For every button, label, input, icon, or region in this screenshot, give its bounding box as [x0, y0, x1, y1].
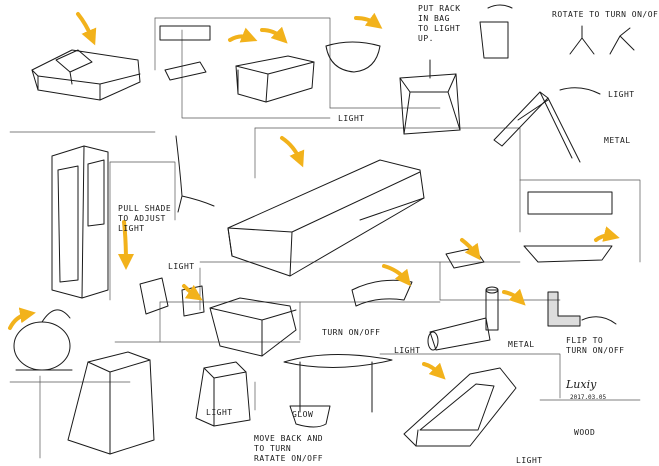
arrow-icon: [282, 138, 305, 168]
sketch-rounded-box: [236, 56, 314, 102]
arrow-icon: [462, 240, 481, 261]
arrow-icon: [424, 364, 446, 380]
arrow-icon: [10, 307, 36, 328]
signature: Luxiy: [566, 378, 597, 391]
sketch-frustum-block: [196, 362, 250, 426]
arrow-icon: [596, 226, 620, 241]
sketch-tall-stool: [68, 352, 154, 454]
accent-arrows: [10, 12, 620, 380]
note-move-back: MOVE BACK AND TO TURN RATATE ON/OFF: [254, 434, 324, 463]
sketch-paper-bag: [400, 60, 460, 134]
sketch-wedge-light: [228, 160, 424, 276]
note-rotate: ROTATE TO TURN ON/OFF: [552, 10, 659, 19]
note-wood: WOOD: [574, 428, 596, 437]
note-put-rack: PUT RACK IN BAG TO LIGHT UP.: [418, 4, 461, 43]
sketch-tall-cabinet: [52, 146, 108, 298]
arrow-icon: [230, 27, 258, 43]
note-light-bottom-center: LIGHT: [394, 346, 421, 355]
frame-lines: [10, 18, 640, 458]
sketch-small-wedge: [446, 248, 484, 268]
sketch-small-boxes: [160, 26, 210, 80]
note-flip-to-turn: FLIP TO TURN ON/OFF: [566, 336, 625, 355]
sketch-cup: [480, 5, 512, 58]
note-metal-top-right: METAL: [604, 136, 631, 145]
signature-date: 2017.03.05: [570, 394, 607, 401]
sketch-metal-tube: [428, 287, 498, 350]
note-pull-shade: PULL SHADE TO ADJUST LIGHT: [118, 204, 172, 233]
arrow-icon: [262, 26, 288, 44]
note-light-middle-left: LIGHT: [168, 262, 195, 271]
arrow-icon: [504, 288, 526, 306]
sketch-pull-shade-hand: [176, 136, 214, 212]
sketch-l-bracket: [548, 292, 616, 326]
note-light-stool: LIGHT: [206, 408, 233, 417]
sketch-stone-block: [210, 298, 296, 356]
note-light-bag: LIGHT: [338, 114, 365, 123]
note-light-top-right: LIGHT: [608, 90, 635, 99]
arrow-icon: [78, 14, 97, 46]
note-metal-bottom: METAL: [508, 340, 535, 349]
sketch-curved-shell: [352, 280, 412, 306]
arrow-icon: [356, 12, 383, 29]
arrow-icon: [384, 266, 411, 287]
note-glow: GLOW: [292, 410, 314, 419]
sketch-boat-lamp: [284, 354, 392, 412]
sketch-wood-tray-lamp: [404, 368, 516, 446]
sketch-glow-vase: [290, 406, 330, 427]
sketch-tripod: [570, 26, 634, 54]
note-turn-on-off: TURN ON/OFF: [322, 328, 381, 337]
sketch-globe-lamp: [14, 310, 72, 370]
note-light-bottom-right: LIGHT: [516, 456, 543, 465]
arrow-icon: [184, 286, 203, 301]
sketch-sofa-block: [32, 50, 140, 100]
sketch-metal-rack: [494, 88, 600, 162]
sketch-bowl: [326, 42, 380, 72]
arrow-icon: [117, 222, 134, 270]
sketch-tray-lamp: [524, 192, 612, 262]
